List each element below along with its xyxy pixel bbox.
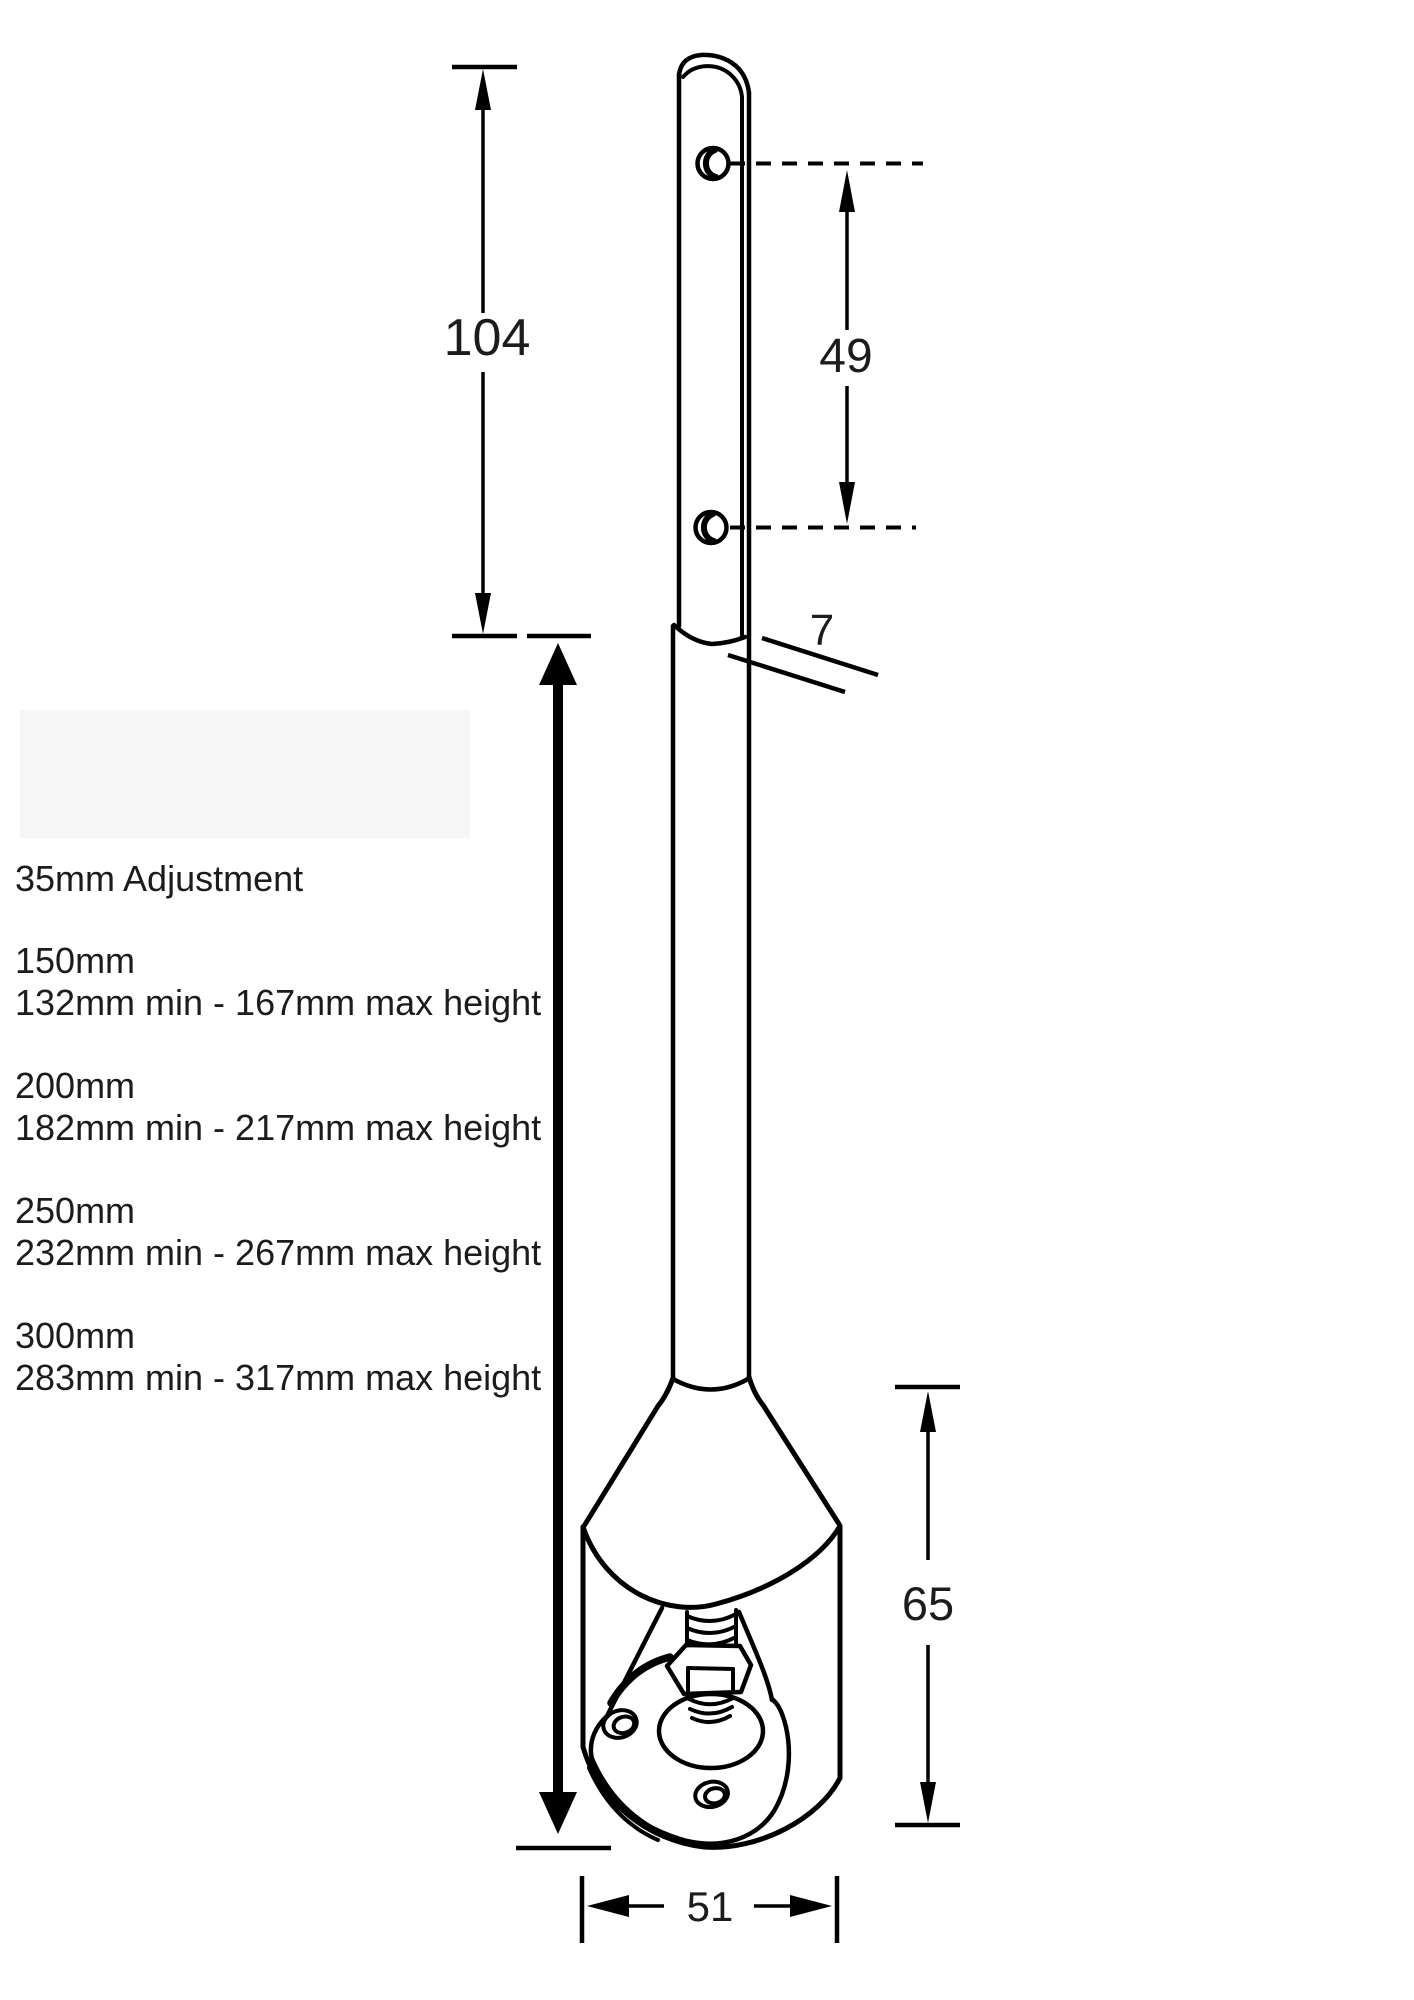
size-option-300-length: 300mm [15, 1315, 135, 1356]
dim51-left-arrowhead [587, 1895, 629, 1917]
plate-hole-right [693, 1779, 730, 1810]
plate-edge-line-1 [590, 1756, 670, 1838]
base-plate-assembly [587, 1605, 792, 1846]
base-plate-rim [588, 1696, 792, 1846]
plate-hole-left [601, 1708, 639, 1740]
dim65-label: 65 [902, 1577, 954, 1630]
cone-right-side [746, 1374, 842, 1527]
tube-mouth-lip [671, 622, 748, 647]
size-notes: 35mm Adjustment 150mm 132mm min - 167mm … [15, 858, 541, 1398]
dim7-label: 7 [810, 606, 834, 655]
dim49-up-arrowhead [839, 170, 855, 212]
plate-edge-line-2 [587, 1766, 660, 1842]
dim7-leader-upper [761, 635, 879, 678]
dimension-hole-pitch: 49 [730, 161, 923, 530]
size-option-300-range: 283mm min - 317mm max height [15, 1357, 541, 1398]
dim51-right-arrowhead [790, 1895, 832, 1917]
dimension-foot-width: 51 [579, 1876, 840, 1943]
size-option-250-range: 232mm min - 267mm max height [15, 1232, 541, 1273]
dimension-foot-height: 65 [895, 1384, 960, 1828]
adjustment-up-arrowhead [539, 643, 577, 685]
stud-upper-threads [685, 1608, 738, 1650]
wedge-shadow-arc [607, 1653, 674, 1707]
bar-top-cap-inner [681, 64, 744, 99]
dim104-down-arrowhead [475, 593, 491, 634]
cone-left-side [581, 1375, 676, 1529]
thickness-callout: 7 [727, 606, 879, 695]
scan-artifact [20, 710, 470, 838]
size-option-200-range: 182mm min - 217mm max height [15, 1107, 541, 1148]
dim49-label: 49 [819, 330, 872, 383]
dim49-down-arrowhead [839, 482, 855, 524]
adjustment-range-arrow [516, 633, 611, 1851]
adjustment-down-arrowhead [539, 1792, 577, 1834]
lower-tube [670, 622, 748, 1381]
size-option-200-length: 200mm [15, 1065, 135, 1106]
stud-lower-threads [687, 1696, 735, 1724]
hex-nut-front-face [686, 1666, 735, 1696]
cone-bottom-arc [580, 1523, 843, 1610]
cone-top-mouth-arc [670, 1376, 751, 1392]
dim51-label: 51 [687, 1883, 734, 1930]
bar-top-cap-outer [676, 52, 752, 96]
size-option-250-length: 250mm [15, 1190, 135, 1231]
size-option-150-length: 150mm [15, 940, 135, 981]
flat-mounting-bar [676, 52, 752, 1380]
dim65-down-arrowhead [920, 1782, 936, 1823]
dim104-label: 104 [444, 309, 531, 367]
mounting-hole-bottom-chamfer [700, 511, 717, 544]
dim7-leader-lower [727, 652, 846, 695]
dim65-up-arrowhead [920, 1391, 936, 1432]
clamp-wedge-right-edge [736, 1609, 775, 1703]
dimension-bar-length: 104 [444, 64, 531, 639]
cone-section [580, 1374, 843, 1610]
adjustment-note: 35mm Adjustment [15, 858, 303, 899]
size-option-150-range: 132mm min - 167mm max height [15, 982, 541, 1023]
dim104-up-arrowhead [475, 69, 491, 110]
mounting-hole-top-chamfer [702, 147, 719, 180]
